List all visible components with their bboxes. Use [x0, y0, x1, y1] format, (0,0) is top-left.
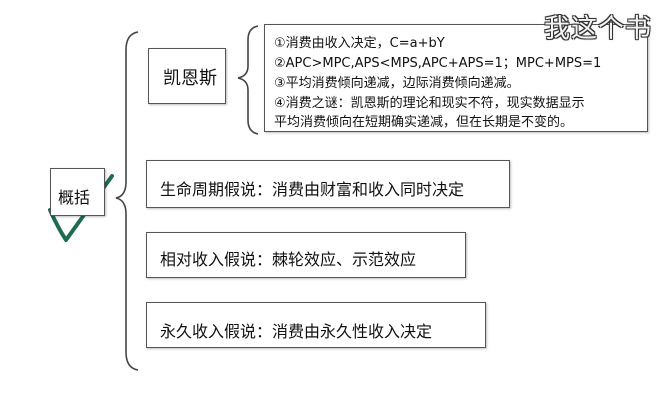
relative-income-hypothesis-label: 相对收入假说：棘轮效应、示范效应 [160, 250, 417, 269]
life-cycle-hypothesis-label: 生命周期假说：消费由财富和收入同时决定 [160, 180, 465, 199]
keynes-node-label: 凯恩斯 [163, 68, 217, 89]
relative-income-hypothesis-box [146, 232, 466, 278]
video-overlay-caption: 我这个书 [544, 14, 653, 44]
keynes-detail-line: 平均消费倾向在短期确实递减，但在长期是不变的。 [274, 115, 574, 130]
keynes-detail-line: ③平均消费倾向递减，边际消费倾向递减。 [274, 76, 520, 91]
keynes-detail-line: ④消费之谜：凯恩斯的理论和现实不符，现实数据显示 [274, 96, 585, 111]
keynes-brace [237, 25, 259, 135]
main-brace [115, 31, 139, 371]
root-node-box [50, 168, 105, 216]
permanent-income-hypothesis-box [146, 302, 486, 348]
keynes-detail-line: ①消费由收入决定，C=a+bY [274, 36, 445, 51]
keynes-detail-box [264, 24, 648, 132]
root-node-label: 概括 [58, 188, 91, 207]
keynes-detail-line: ②APC>MPC,APS<MPS,APC+APS=1；MPC+MPS=1 [274, 56, 602, 71]
keynes-node-box [148, 48, 226, 104]
life-cycle-hypothesis-box [146, 160, 510, 208]
permanent-income-hypothesis-label: 永久收入假说：消费由永久性收入决定 [160, 322, 433, 341]
